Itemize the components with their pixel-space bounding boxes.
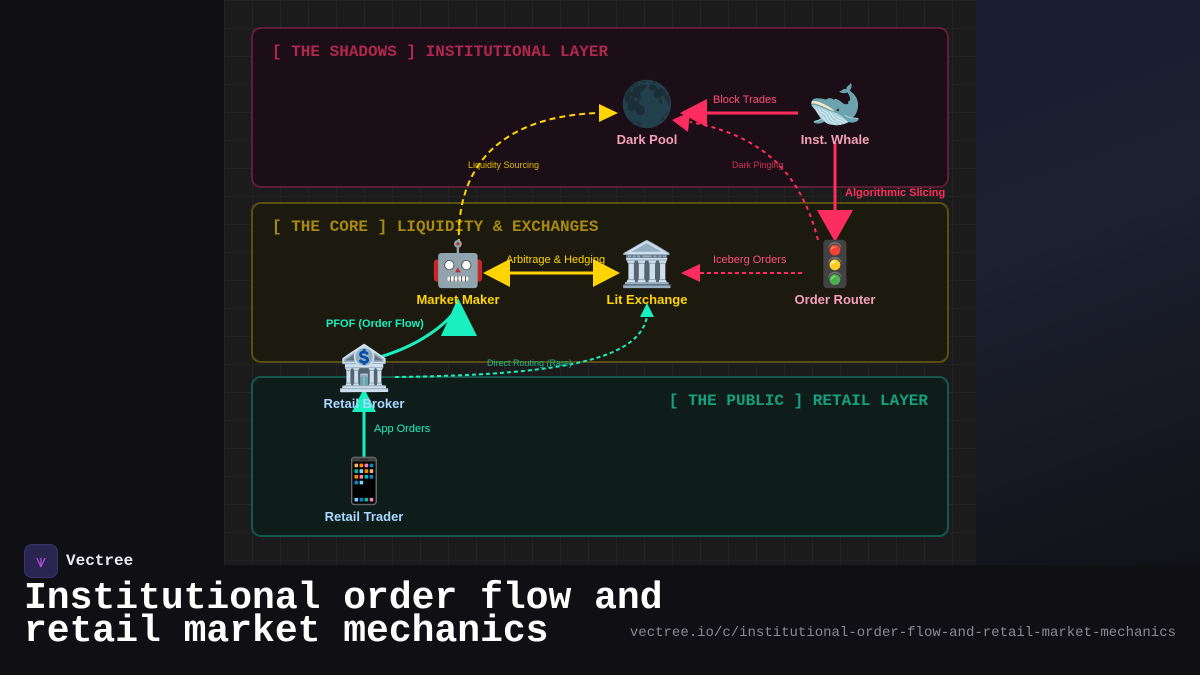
edge-algorithmic-slicing [817, 143, 853, 242]
node-lit-exchange[interactable]: 🏛️ Lit Exchange [577, 240, 717, 307]
node-label: Inst. Whale [800, 132, 870, 147]
node-dark-pool[interactable]: 🌑 Dark Pool [577, 80, 717, 147]
edge-label-iceberg: Iceberg Orders [713, 254, 787, 266]
edge-label-app-orders: App Orders [374, 423, 431, 435]
node-label: Retail Trader [324, 509, 404, 524]
node-label: Lit Exchange [606, 292, 688, 307]
mobile-phone-icon: 📱 [336, 457, 392, 506]
node-label: Retail Broker [323, 396, 405, 411]
edge-label-pfof: PFOF (Order Flow) [326, 318, 424, 330]
edge-dark-pinging [672, 112, 819, 241]
edge-direct-routing [394, 303, 654, 378]
node-market-maker[interactable]: 🤖 Market Maker [388, 240, 528, 307]
robot-icon: 🤖 [430, 240, 486, 289]
edge-label-block-trades: Block Trades [713, 94, 777, 106]
vectree-logo-icon: ⩛ [24, 544, 58, 578]
node-retail-trader[interactable]: 📱 Retail Trader [294, 457, 434, 524]
node-retail-broker[interactable]: 🏦 Retail Broker [294, 344, 434, 411]
edge-block-trades [680, 99, 798, 127]
edge-app-orders [352, 388, 376, 460]
layer-title: [ THE CORE ] LIQUIDITY & EXCHANGES [272, 218, 599, 236]
node-order-router[interactable]: 🚦 Order Router [765, 240, 905, 307]
title-line-2: retail market mechanics [24, 610, 549, 653]
edge-label-direct-routing: Direct Routing (Rare) [487, 358, 573, 368]
edge-label-dark-pinging: Dark Pinging [732, 160, 784, 170]
edge-pfof [379, 298, 477, 359]
background [976, 0, 1200, 565]
node-whale[interactable]: 🐋 Inst. Whale [765, 80, 905, 147]
edge-label-algorithmic-slicing: Algorithmic Slicing [845, 187, 946, 199]
layer-title: [ THE PUBLIC ] RETAIL LAYER [668, 392, 928, 410]
layer-title: [ THE SHADOWS ] INSTITUTIONAL LAYER [272, 43, 609, 61]
brand-name: Vectree [66, 552, 134, 570]
edge-arbitrage [483, 259, 620, 287]
layer-institutional: [ THE SHADOWS ] INSTITUTIONAL LAYER [251, 27, 949, 188]
edge-iceberg [681, 264, 802, 282]
traffic-light-icon: 🚦 [807, 240, 863, 289]
title-line-1: Institutional order flow and [24, 577, 663, 620]
brand[interactable]: ⩛ Vectree [24, 544, 133, 578]
node-label: Order Router [794, 292, 876, 307]
bank-icon: 🏦 [336, 344, 392, 393]
edge-label-arbitrage: Arbitrage & Hedging [506, 254, 606, 266]
classical-building-icon: 🏛️ [619, 240, 675, 289]
node-label: Market Maker [416, 292, 500, 307]
whale-icon: 🐋 [807, 80, 863, 129]
moon-icon: 🌑 [619, 80, 675, 129]
edge-label-liquidity-sourcing: Liquidity Sourcing [468, 160, 540, 170]
node-label: Dark Pool [616, 132, 678, 147]
edge-liquidity-sourcing [457, 104, 618, 246]
source-url[interactable]: vectree.io/c/institutional-order-flow-an… [629, 625, 1176, 641]
